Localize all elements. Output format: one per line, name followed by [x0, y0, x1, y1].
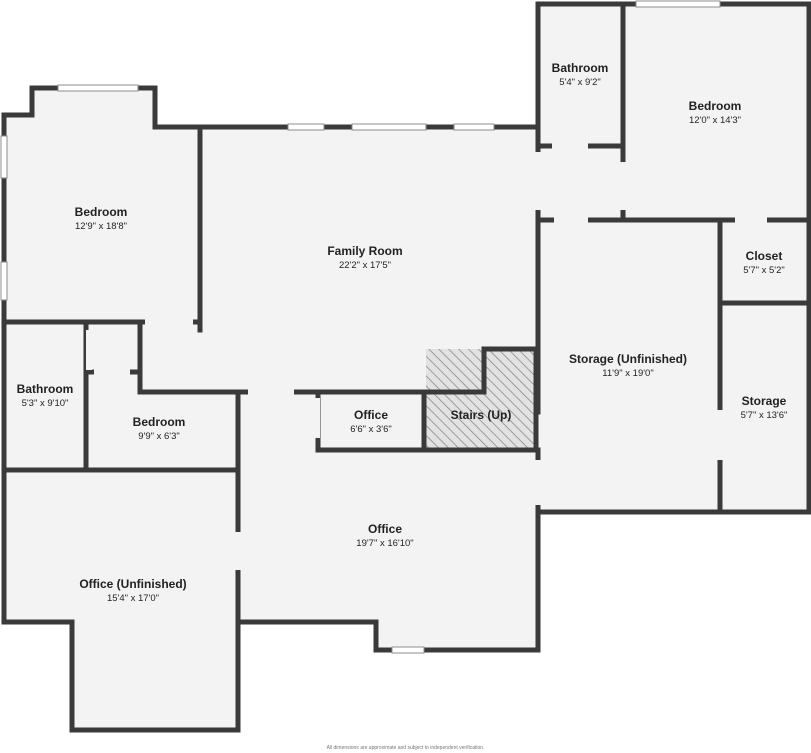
room-name: Bedroom — [689, 99, 742, 113]
room-dims: 11'9" x 19'0" — [602, 368, 653, 379]
room-name: Bathroom — [552, 61, 609, 75]
room-dims: 22'2" x 17'5" — [339, 260, 391, 271]
room-name: Bedroom — [133, 415, 186, 429]
room-dims: 5'4" x 9'2" — [559, 77, 601, 88]
room-name: Family Room — [327, 244, 402, 258]
room-name: Storage — [742, 394, 787, 408]
room-dims: 5'7" x 5'2" — [743, 265, 785, 276]
room-name: Stairs (Up) — [451, 408, 512, 422]
room-dims: 12'0" x 14'3" — [689, 115, 741, 126]
disclaimer-text: All dimensions are approximate and subje… — [326, 745, 485, 751]
room-dims: 15'4" x 17'0" — [107, 593, 159, 604]
room-name: Office (Unfinished) — [79, 577, 186, 591]
windows — [0, 0, 721, 654]
room-dims: 19'7" x 16'10" — [356, 538, 413, 549]
room-dims: 6'6" x 3'6" — [350, 424, 392, 435]
door-openings — [86, 143, 767, 570]
room-dims: 5'3" x 9'10" — [22, 398, 69, 409]
room-name: Storage (Unfinished) — [569, 352, 687, 366]
room-name: Office — [354, 408, 388, 422]
room-name: Bedroom — [75, 205, 128, 219]
room-dims: 5'7" x 13'6" — [741, 410, 788, 421]
room-labels: Bathroom 5'4" x 9'2" Bedroom 12'0" x 14'… — [17, 61, 788, 604]
room-name: Closet — [746, 249, 783, 263]
room-name: Bathroom — [17, 382, 74, 396]
room-dims: 12'9" x 18'8" — [75, 221, 127, 232]
room-name: Office — [368, 522, 402, 536]
room-dims: 9'9" x 6'3" — [138, 431, 180, 442]
floor-fills — [4, 4, 809, 730]
